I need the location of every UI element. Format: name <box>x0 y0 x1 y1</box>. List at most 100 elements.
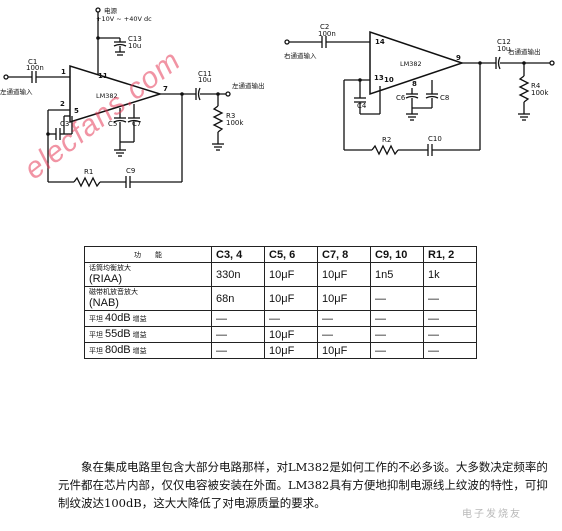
left-output-label: 左通道输出 <box>232 81 265 90</box>
right-pin-9: 9 <box>456 54 461 62</box>
left-c13-value: 10u <box>128 42 141 50</box>
table-header-row: 功 能 C3, 4 C5, 6 C7, 8 C9, 10 R1, 2 <box>84 246 477 263</box>
function-note: 磁带机放音放大 <box>89 289 138 296</box>
row-function: 平坦 40dB 增益 <box>84 310 212 327</box>
table-cell: 10μF <box>317 286 371 311</box>
table-row: 平坦 40dB 增益 — — — — — <box>84 310 477 327</box>
left-amplifier <box>69 64 163 124</box>
table-cell: 10μF <box>264 286 318 311</box>
right-pin-13: 13 <box>374 74 384 82</box>
table-cell: — <box>370 326 424 343</box>
left-c7-label: C7 <box>132 120 141 128</box>
table-row: 平坦 80dB 增益 — 10μF 10μF — — <box>84 342 477 359</box>
right-c12-value: 10u <box>497 45 510 53</box>
right-ic-label: LM382 <box>400 60 422 68</box>
function-note: 平坦 <box>89 331 103 339</box>
right-c2-value: 100n <box>318 30 336 38</box>
left-output-terminal <box>225 91 231 97</box>
row-function: 话筒均衡放大(RIAA) <box>84 262 212 287</box>
right-output-terminal <box>549 60 555 66</box>
right-output-label: 右通道输出 <box>508 47 541 56</box>
table-cell: 10μF <box>317 262 371 287</box>
left-pin-2: 2 <box>60 100 65 108</box>
left-c5-label: C5 <box>108 120 117 128</box>
left-supply-terminal <box>95 7 101 13</box>
right-r4-value: 100k <box>531 89 549 97</box>
left-pin-11: 11 <box>98 72 108 80</box>
header-r12: R1, 2 <box>423 246 477 263</box>
header-c78: C7, 8 <box>317 246 371 263</box>
function-main: 80dB <box>104 343 131 356</box>
description-paragraph: 象在集成电路里包含大部分电路那样，对LM382是如何工作的不必多谈。大多数决定频… <box>58 458 550 512</box>
table-cell: — <box>317 326 371 343</box>
table-cell: — <box>423 342 477 359</box>
left-supply-range: +10V ~ +40V dc <box>96 15 152 23</box>
function-main: (RIAA) <box>89 273 122 285</box>
table-cell: — <box>370 342 424 359</box>
function-note: 增益 <box>132 347 147 355</box>
left-c9-label: C9 <box>126 167 135 175</box>
header-c56: C5, 6 <box>264 246 318 263</box>
left-circuit: 电源 +10V ~ +40V dc C13 10u C1 100n 左通道输入 … <box>0 6 265 188</box>
component-table: 功 能 C3, 4 C5, 6 C7, 8 C9, 10 R1, 2 话筒均衡放… <box>84 246 477 359</box>
left-input-label: 左通道输入 <box>0 87 33 96</box>
left-r3-label: R3 <box>226 112 235 120</box>
row-function: 平坦 80dB 增益 <box>84 342 212 359</box>
function-note: 增益 <box>132 315 147 323</box>
header-c34: C3, 4 <box>211 246 265 263</box>
table-cell: — <box>264 310 318 327</box>
left-c13-label: C13 <box>128 35 142 43</box>
right-r4-label: R4 <box>531 82 541 90</box>
header-function: 功 能 <box>84 246 212 263</box>
description-text: 象在集成电路里包含大部分电路那样，对LM382是如何工作的不必多谈。大多数决定频… <box>58 460 548 510</box>
right-c6-label: C6 <box>396 94 406 102</box>
table-cell: — <box>370 286 424 311</box>
table-row: 平坦 55dB 增益 — 10μF — — — <box>84 326 477 343</box>
right-input-label: 右通道输入 <box>284 51 317 60</box>
header-c910: C9, 10 <box>370 246 424 263</box>
right-c2-label: C2 <box>320 23 329 31</box>
function-main: 40dB <box>104 311 131 324</box>
right-amplifier <box>369 30 465 96</box>
left-pin-1: 1 <box>61 68 66 76</box>
left-ic-label: LM382 <box>96 92 118 100</box>
right-c4-label: C4 <box>357 102 367 110</box>
table-cell: 10μF <box>264 342 318 359</box>
left-input-terminal <box>3 74 9 80</box>
function-main: 55dB <box>104 327 131 340</box>
table-cell: 1n5 <box>370 262 424 287</box>
right-input-terminal <box>284 39 290 45</box>
table-row: 话筒均衡放大(RIAA) 330n 10μF 10μF 1n5 1k <box>84 262 477 287</box>
table-cell: 1k <box>423 262 477 287</box>
row-function: 磁带机放音放大(NAB) <box>84 286 212 311</box>
table-cell: — <box>211 326 265 343</box>
left-c11-label: C11 <box>198 70 212 78</box>
left-supply-label: 电源 <box>104 6 118 15</box>
right-pin-8: 8 <box>412 80 417 88</box>
function-note: 增益 <box>132 331 147 339</box>
right-circuit: C2 100n 右通道输入 14 LM382 13 10 9 8 C4 C6 C… <box>284 23 555 156</box>
function-note: 平坦 <box>89 347 103 355</box>
table-cell: — <box>370 310 424 327</box>
table-cell: 10μF <box>317 342 371 359</box>
right-c10-label: C10 <box>428 135 442 143</box>
right-c12-label: C12 <box>497 38 511 46</box>
table-cell: — <box>423 286 477 311</box>
table-cell: 68n <box>211 286 265 311</box>
left-c1-value: 100n <box>26 64 44 72</box>
table-cell: 10μF <box>264 262 318 287</box>
table-row: 磁带机放音放大(NAB) 68n 10μF 10μF — — <box>84 286 477 311</box>
schematic: 电源 +10V ~ +40V dc C13 10u C1 100n 左通道输入 … <box>0 6 555 188</box>
function-note: 话筒均衡放大 <box>89 265 131 272</box>
table-cell: — <box>317 310 371 327</box>
table-cell: 330n <box>211 262 265 287</box>
right-r2-label: R2 <box>382 136 391 144</box>
table-cell: 10μF <box>264 326 318 343</box>
left-c3-label: C3 <box>60 120 69 128</box>
function-note: 平坦 <box>89 315 103 323</box>
table-cell: — <box>211 310 265 327</box>
left-r1-label: R1 <box>84 168 93 176</box>
right-c8-label: C8 <box>440 94 449 102</box>
right-pin-10: 10 <box>384 76 394 84</box>
corner-watermark: 电子发烧友 <box>462 509 522 520</box>
